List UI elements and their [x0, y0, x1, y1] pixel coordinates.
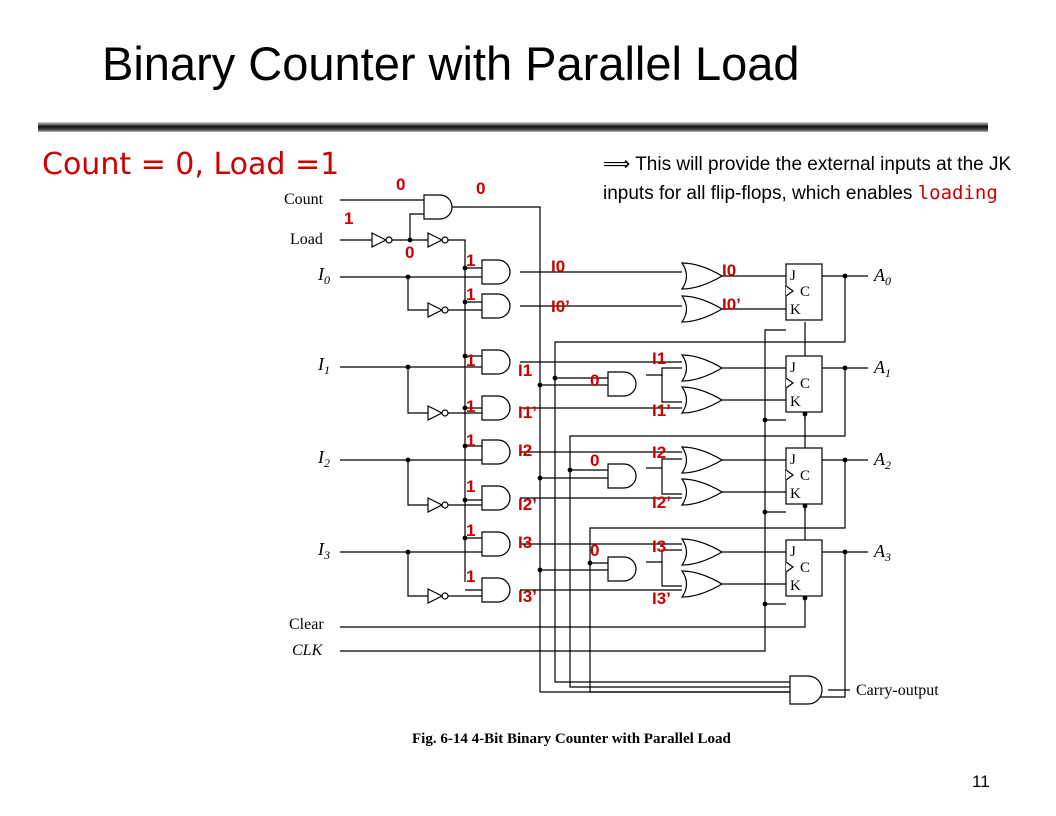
or-gate-j3: [681, 538, 723, 566]
annotation-count-in: 1: [344, 209, 353, 228]
ff3-pin-j: J: [790, 544, 796, 560]
i2-label: I2: [317, 447, 330, 470]
annotation-and0-top: I0: [551, 257, 565, 276]
annotation-load-8: 1: [466, 567, 475, 586]
annotation-or2-top: I2: [652, 443, 666, 462]
i1-inverter: [427, 405, 449, 421]
implies-arrow-icon: ⟹: [603, 154, 631, 175]
condition-text: Count = 0, Load =1: [42, 147, 340, 182]
annotation-count-and-in: 0: [396, 175, 405, 194]
or-gate-j1: [681, 354, 723, 382]
annotation-cnt2: 0: [590, 451, 599, 470]
annotation-load-5: 1: [466, 431, 475, 450]
count-and-gate-3: [607, 556, 637, 582]
a3-label: A3: [873, 541, 891, 564]
flip-flop-pins: J C K J C K J C K J C K: [790, 268, 810, 594]
count-and-gate: [423, 194, 453, 220]
count-and-gate-2: [607, 463, 637, 489]
load-and-gate-i0: [481, 259, 511, 285]
page-title: Binary Counter with Parallel Load: [102, 37, 800, 90]
clk-label: CLK: [292, 642, 324, 659]
ff0-pin-c: C: [800, 284, 810, 300]
annotation-count-and-out: 0: [476, 179, 485, 198]
annotation-load-3: 1: [466, 351, 475, 370]
annotation-and3-top: I3: [518, 533, 532, 552]
count-and-gate-1: [607, 371, 637, 397]
annotation-load-inv: 0: [405, 243, 414, 262]
i1-label: I1: [317, 354, 330, 377]
annotation-and0-bot: I0’: [551, 297, 570, 316]
annotation-load-4: 1: [466, 397, 475, 416]
annotation-cnt3: 0: [590, 541, 599, 560]
count-label: Count: [284, 191, 324, 208]
annotation-or1-bot: I1’: [652, 401, 671, 420]
explanation-note: ⟹ This will provide the external inputs …: [603, 151, 1043, 208]
i2-inverter: [427, 497, 449, 513]
ff2-pin-k: K: [790, 486, 801, 502]
or-gate-k3: [681, 570, 723, 598]
ff3-pin-k: K: [790, 578, 801, 594]
annotation-or0-top: I0: [722, 261, 736, 280]
load-inverter-1: [371, 232, 393, 248]
annotation-load-1: 1: [466, 251, 475, 270]
load-and-gate-i2-bar: [481, 485, 511, 511]
annotation-and1-top: I1: [518, 361, 532, 380]
load-label: Load: [290, 231, 323, 248]
annotation-cnt1: 0: [590, 371, 599, 390]
a0-label: A0: [873, 265, 891, 288]
load-and-gate-i1-bar: [481, 395, 511, 421]
clear-label: Clear: [289, 616, 324, 633]
annotation-or2-bot: I2’: [652, 493, 671, 512]
a2-label: A2: [873, 449, 891, 472]
load-inverter-2: [427, 232, 449, 248]
page-number: 11: [972, 772, 990, 791]
annotation-and3-bot: I3’: [518, 587, 537, 606]
i3-inverter: [427, 588, 449, 604]
load-and-gate-i3: [481, 531, 511, 557]
ff2-pin-j: J: [790, 452, 796, 468]
annotation-load-6: 1: [466, 477, 475, 496]
ff2-pin-c: C: [800, 468, 810, 484]
or-gate-k0: [681, 295, 723, 323]
i0-label: I0: [317, 264, 330, 287]
or-gate-k2: [681, 478, 723, 506]
annotation-and2-top: I2: [518, 441, 532, 460]
signal-annotations: 0 0 1 0 1 1 1 1 1 1 1 1 I0 I0’ I0 I0’ I1…: [344, 175, 741, 608]
note-highlight: loading: [917, 182, 998, 204]
load-and-gate-i1: [481, 349, 511, 375]
annotation-or0-bot: I0’: [722, 295, 741, 314]
annotation-and1-bot: I1’: [518, 403, 537, 422]
i0-inverter: [427, 302, 449, 318]
junctions: [405, 237, 848, 607]
title-divider: [38, 122, 988, 132]
or-gate-k1: [681, 386, 723, 414]
annotation-or1-top: I1: [652, 349, 666, 368]
load-and-gate-i3-bar: [481, 577, 511, 603]
note-text: This will provide the external inputs at…: [603, 154, 1012, 204]
annotation-and2-bot: I2’: [518, 495, 537, 514]
ff0-pin-k: K: [790, 302, 801, 318]
annotation-load-7: 1: [466, 521, 475, 540]
signal-labels: Count Load I0 I1 I2 I3 Clear CLK A0 A1 A…: [284, 191, 939, 747]
load-and-gate-i0-bar: [481, 293, 511, 319]
or-gate-j2: [681, 446, 723, 474]
or-gate-j0: [681, 262, 723, 290]
ff0-pin-j: J: [790, 268, 796, 284]
figure-caption: Fig. 6-14 4-Bit Binary Counter with Para…: [412, 731, 732, 747]
gates: [371, 194, 823, 705]
annotation-or3-bot: I3’: [652, 589, 671, 608]
ff1-pin-c: C: [800, 376, 810, 392]
i3-label: I3: [317, 539, 330, 562]
carry-output-label: Carry-output: [856, 682, 939, 699]
annotation-load-2: 1: [466, 285, 475, 304]
carry-and-gate: [789, 675, 823, 705]
ff1-pin-j: J: [790, 360, 796, 376]
load-and-gate-i2: [481, 439, 511, 465]
ff1-pin-k: K: [790, 394, 801, 410]
annotation-or3-top: I3: [652, 537, 666, 556]
ff3-pin-c: C: [800, 560, 810, 576]
a1-label: A1: [873, 357, 891, 380]
